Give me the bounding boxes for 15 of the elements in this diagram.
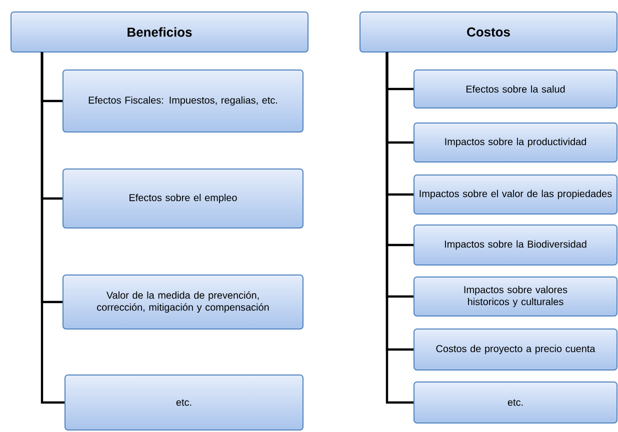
header-box: Costos [360,12,618,52]
item-box: Efectos sobre la salud [414,70,618,108]
item-box: etc. [414,382,618,424]
item-box: Impactos sobre la productividad [414,122,618,162]
item-box: Valor de la medida de prevención, corrección, mitigación y compensación [62,274,304,330]
item-box: Costos de proyecto a precio cuenta [414,328,618,370]
item-box: Efectos Fiscales: Impuestos, regalias, etc. [62,70,304,132]
header-box: Beneficios [10,12,308,52]
item-box: Impactos sobre el valor de las propiedades [414,174,618,214]
connector-line [386,52,414,404]
item-box: Efectos sobre el empleo [62,168,304,228]
connector-line [40,52,64,404]
item-box: etc. [64,374,304,430]
item-box: Impactos sobre la Biodiversidad [414,224,618,266]
item-box: Impactos sobre valores historicos y culturales [414,276,618,316]
